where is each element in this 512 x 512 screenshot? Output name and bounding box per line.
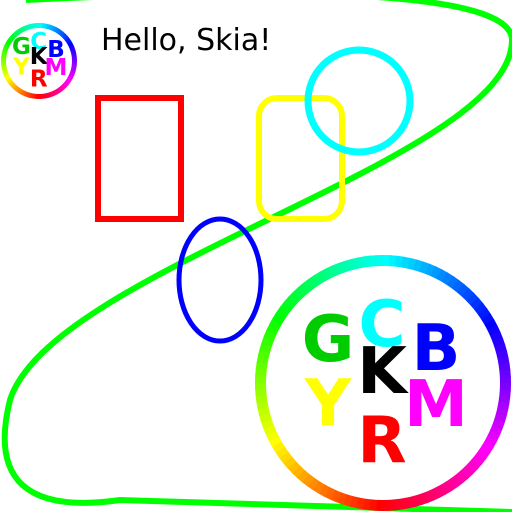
logo-letter-r: R [357, 404, 406, 478]
logo-letter-m: M [45, 55, 68, 81]
logo-letter-k: K [357, 335, 409, 409]
logo-letter-y: Y [304, 367, 352, 441]
hello-skia-text: Hello, Skia! [101, 23, 271, 58]
cyan-circle [304, 46, 414, 156]
logo-letter-r: R [30, 66, 48, 92]
logo-letter-c: C [30, 29, 47, 55]
yellow-rounded-rectangle [256, 95, 345, 222]
logo-letter-g: G [302, 303, 355, 377]
logo-letter-b: B [47, 37, 65, 63]
logo-letter-g: G [12, 34, 31, 60]
logo-letter-c: C [359, 288, 406, 362]
logo-letter-b: B [412, 312, 461, 386]
small-logo-inner [6, 28, 72, 94]
large-logo-inner [266, 266, 500, 500]
logo-letter-y: Y [12, 54, 30, 80]
logo-letter-m: M [404, 368, 468, 442]
logo-letter-k: K [30, 44, 49, 70]
blue-ellipse [176, 216, 264, 344]
red-rectangle [95, 95, 184, 222]
